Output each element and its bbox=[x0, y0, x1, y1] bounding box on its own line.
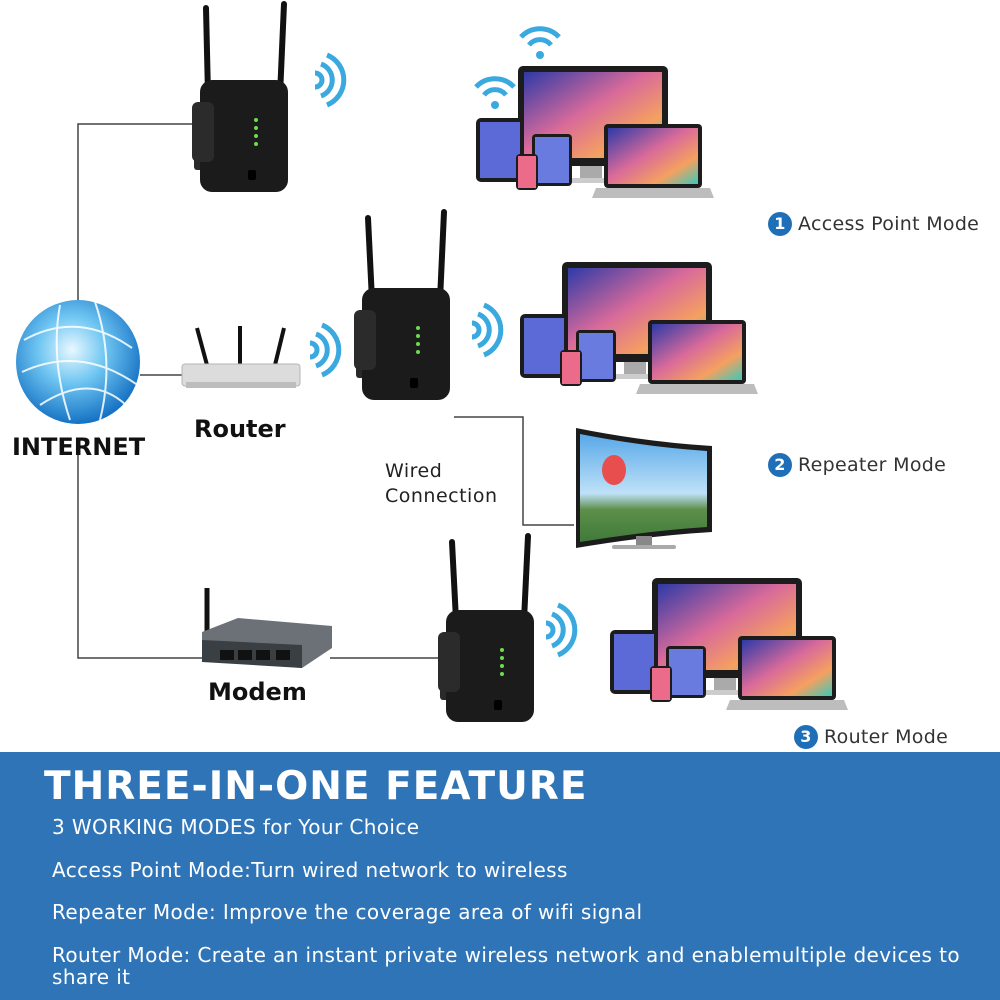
wifi-icon bbox=[472, 305, 501, 355]
wired-connection-line-1: Wired bbox=[385, 460, 443, 482]
extender-icon bbox=[192, 1, 288, 192]
feature-title: THREE-IN-ONE FEATURE bbox=[44, 764, 588, 809]
extender-icon bbox=[354, 209, 450, 400]
wifi-icon bbox=[546, 605, 575, 655]
extender-icon bbox=[438, 533, 534, 722]
feature-line-access-point: Access Point Mode:Turn wired network to … bbox=[52, 858, 568, 882]
mode-label-text: Router Mode bbox=[824, 726, 949, 748]
mode-label-text: Access Point Mode bbox=[798, 213, 980, 235]
wifi-icon bbox=[476, 79, 514, 109]
router-label: Router bbox=[194, 415, 286, 443]
mode-label-text: Repeater Mode bbox=[798, 454, 947, 476]
globe-icon bbox=[16, 300, 140, 424]
mode-label-2: 2 Repeater Mode bbox=[768, 453, 946, 477]
modem-label: Modem bbox=[208, 678, 307, 706]
mode-number-badge: 1 bbox=[768, 212, 792, 236]
feature-subtitle: 3 WORKING MODES for Your Choice bbox=[52, 815, 420, 839]
feature-banner: THREE-IN-ONE FEATURE 3 WORKING MODES for… bbox=[0, 752, 1000, 1000]
modem-icon bbox=[202, 588, 332, 668]
router-icon bbox=[181, 326, 301, 388]
wired-connection-line-2: Connection bbox=[385, 485, 498, 507]
internet-label: INTERNET bbox=[12, 433, 146, 461]
feature-line-repeater: Repeater Mode: Improve the coverage area… bbox=[52, 900, 643, 924]
feature-line-router: Router Mode: Create an instant private w… bbox=[52, 943, 961, 989]
wifi-icon bbox=[315, 55, 344, 105]
wifi-icon bbox=[521, 29, 559, 59]
mode-label-1: 1 Access Point Mode bbox=[768, 212, 979, 236]
device-set-router bbox=[610, 578, 848, 710]
diagram-artwork bbox=[16, 1, 848, 722]
device-set-repeater bbox=[520, 262, 758, 394]
network-diagram: INTERNET Router Modem Wired Connection 1… bbox=[12, 1, 979, 749]
mode-number-badge: 2 bbox=[768, 453, 792, 477]
mode-number-badge: 3 bbox=[794, 725, 818, 749]
tv-icon bbox=[576, 428, 712, 549]
wifi-icon bbox=[310, 325, 339, 375]
wired-connection-label: Wired Connection bbox=[385, 459, 498, 509]
connection-lines bbox=[77, 123, 574, 659]
mode-label-3: 3 Router Mode bbox=[794, 725, 948, 749]
